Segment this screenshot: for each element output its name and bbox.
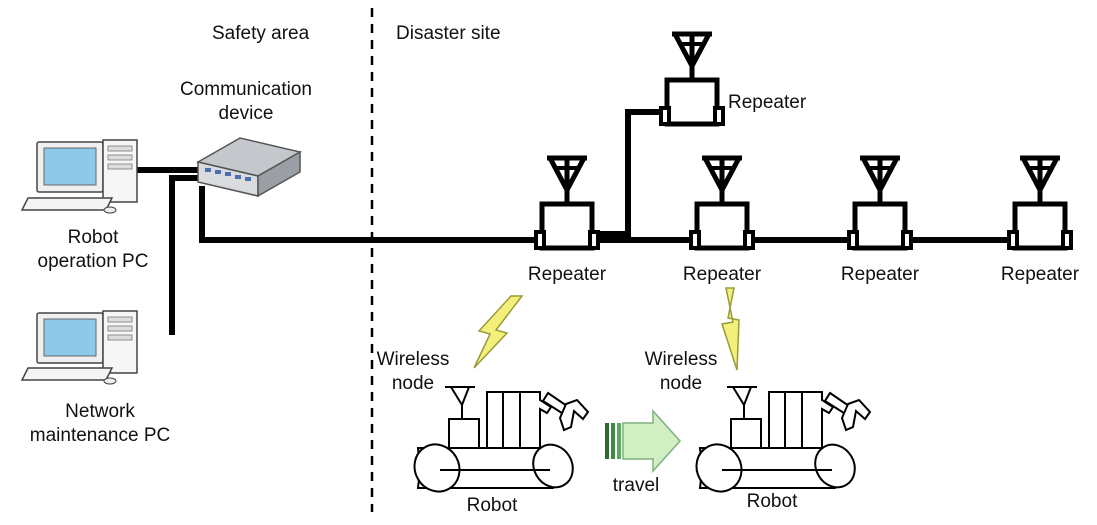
robot-operation-pc-icon bbox=[20, 139, 138, 214]
travel-label: travel bbox=[612, 475, 660, 496]
network-cables bbox=[137, 109, 1070, 335]
lightning-bolt-icon bbox=[721, 287, 740, 371]
communication-device-label: Communication device bbox=[158, 78, 334, 126]
travel-arrow-icon bbox=[605, 409, 682, 473]
wireless-node-1-label: Wireless node bbox=[368, 348, 458, 396]
robot-1-label: Robot bbox=[466, 495, 518, 516]
repeater-1-icon bbox=[534, 155, 600, 251]
wireless-node-1-label-line1: Wireless bbox=[376, 349, 450, 370]
repeater-top-icon bbox=[659, 31, 725, 127]
safety-area-label: Safety area bbox=[212, 23, 310, 44]
robot-operation-pc-label: Robot operation PC bbox=[18, 226, 168, 274]
robot-operation-pc-label-line2: operation PC bbox=[37, 251, 149, 272]
network-maintenance-pc-label: Network maintenance PC bbox=[5, 400, 195, 448]
network-maintenance-pc-icon bbox=[20, 310, 138, 385]
wireless-node-1-label-line2: node bbox=[391, 373, 435, 394]
communication-device-label-line2: device bbox=[218, 103, 274, 124]
network-maintenance-pc-label-line2: maintenance PC bbox=[29, 425, 171, 446]
robot-operation-pc-label-line1: Robot bbox=[67, 227, 119, 248]
disaster-site-label: Disaster site bbox=[396, 23, 501, 44]
lightning-bolt-icon bbox=[473, 295, 524, 369]
robot-1-icon bbox=[413, 386, 590, 493]
robot-2-label: Robot bbox=[746, 491, 798, 512]
network-maintenance-pc-label-line1: Network bbox=[65, 401, 135, 422]
communication-device-label-line1: Communication bbox=[180, 79, 312, 100]
repeater-2-icon bbox=[689, 155, 755, 251]
repeater-4-label: Repeater bbox=[1000, 264, 1080, 285]
wireless-node-2-label-line2: node bbox=[659, 373, 703, 394]
wireless-node-2-label-line1: Wireless bbox=[644, 349, 718, 370]
communication-device-icon bbox=[195, 137, 303, 198]
repeater-top-label: Repeater bbox=[728, 92, 807, 113]
repeater-2-label: Repeater bbox=[682, 264, 762, 285]
repeater-3-icon bbox=[847, 155, 913, 251]
repeater-1-label: Repeater bbox=[527, 264, 607, 285]
repeater-3-label: Repeater bbox=[840, 264, 920, 285]
robot-2-icon bbox=[695, 386, 872, 493]
repeater-4-icon bbox=[1007, 155, 1073, 251]
wireless-node-2-label: Wireless node bbox=[636, 348, 726, 396]
